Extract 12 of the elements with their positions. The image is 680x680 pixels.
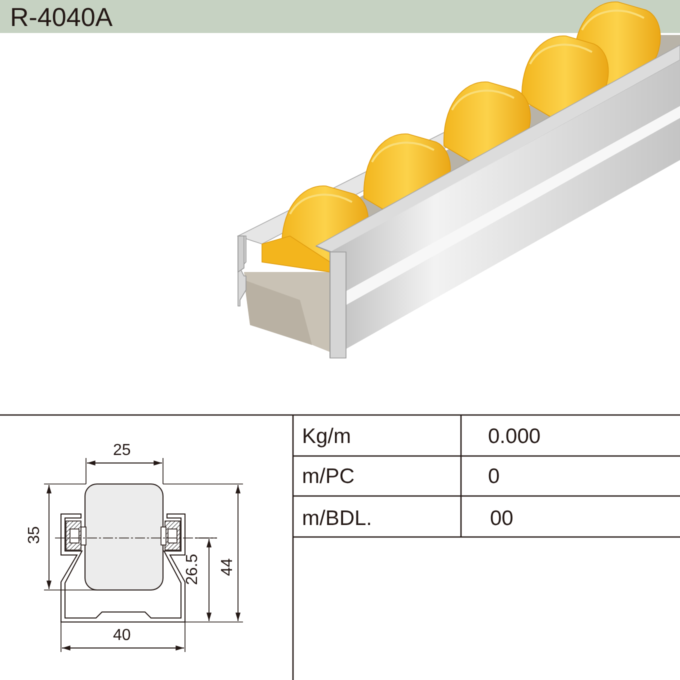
dimension-label: 25 [113,443,131,459]
spec-name: m/BDL. [302,508,372,529]
spec-value: 0.000 [488,426,541,447]
dimension-label: 35 [27,526,43,544]
dimension-label: 40 [113,628,131,644]
spec-name: m/PC [302,466,354,487]
title: R-4040A [10,2,113,32]
dimension-label: 44 [220,558,236,576]
spec-value: 0 [488,466,500,487]
dimension-label: 26.5 [185,554,201,585]
spec-name: Kg/m [302,426,352,447]
spec-value: 00 [490,508,514,529]
